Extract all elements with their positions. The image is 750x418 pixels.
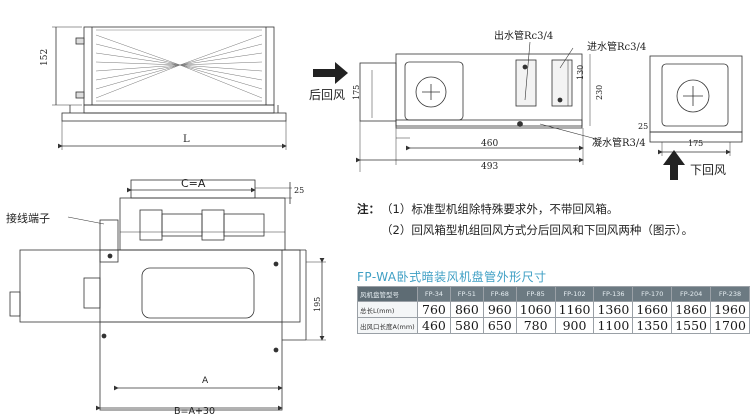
table-title: FP-WA卧式暗装风机盘管外形尺寸 xyxy=(357,270,547,284)
dim-493-label: 493 xyxy=(481,162,499,172)
plan-view xyxy=(9,179,326,411)
row-label: 总长L(mm) xyxy=(356,301,419,318)
dim-130-label: 130 xyxy=(576,64,585,80)
dim-B-label: B=A+30 xyxy=(174,406,216,417)
model-header: FP-68 xyxy=(482,286,517,302)
dim-25-label: 25 xyxy=(294,186,305,195)
table-cell: 1160 xyxy=(554,301,595,318)
table-cell: 1100 xyxy=(593,317,634,334)
dim-230-label: 230 xyxy=(595,84,604,100)
outlet-pipe-label: 出水管Rc3/4 xyxy=(494,31,554,42)
bottom-return-arrow xyxy=(663,150,685,180)
note-line-2: （2）回风箱型机组回风方式分后回风和下回风两种（图示）。 xyxy=(381,223,694,237)
model-header: FP-238 xyxy=(710,286,750,302)
dim-175-right-label: 175 xyxy=(688,139,704,148)
table-cell: 1060 xyxy=(515,301,556,318)
model-header: FP-34 xyxy=(417,286,451,302)
dim-195-label: 195 xyxy=(313,296,322,312)
table-header-row: 风机盘管型号 FP-34 FP-51 FP-68 FP-85 FP-102 FP… xyxy=(356,286,750,302)
table-cell: 1660 xyxy=(632,301,673,318)
notes-prefix: 注： xyxy=(357,202,380,216)
table-row-outlet-length: 出风口长度A(mm) 460 580 650 780 900 1100 1350… xyxy=(356,317,750,334)
dim-C-A-label: C=A xyxy=(181,177,206,190)
terminal-label: 接线端子 xyxy=(6,212,50,225)
model-header: FP-51 xyxy=(449,286,484,302)
bottom-return-label: 下回风 xyxy=(690,163,727,177)
model-header: FP-170 xyxy=(632,286,673,302)
table-cell: 760 xyxy=(417,301,451,318)
model-header: FP-85 xyxy=(515,286,556,302)
dim-L-label: L xyxy=(183,134,190,145)
model-header: FP-102 xyxy=(554,286,595,302)
table-header-label: 风机盘管型号 xyxy=(356,286,419,302)
row-label: 出风口长度A(mm) xyxy=(356,317,419,334)
front-view xyxy=(52,26,287,150)
table-cell: 780 xyxy=(515,317,556,334)
table-cell: 900 xyxy=(554,317,595,334)
dimension-table: 风机盘管型号 FP-34 FP-51 FP-68 FP-85 FP-102 FP… xyxy=(356,286,750,334)
coil-fins xyxy=(95,29,263,102)
table-cell: 580 xyxy=(449,317,484,334)
table-cell: 650 xyxy=(482,317,517,334)
table-row-total-length: 总长L(mm) 760 860 960 1060 1160 1360 1660 … xyxy=(356,301,750,318)
table-cell: 860 xyxy=(449,301,484,318)
model-header: FP-136 xyxy=(593,286,634,302)
model-header: FP-204 xyxy=(671,286,712,302)
dim-25-right-label: 25 xyxy=(638,122,649,131)
rear-return-arrow xyxy=(313,62,348,84)
table-cell: 1700 xyxy=(710,317,750,334)
table-cell: 960 xyxy=(482,301,517,318)
drain-pipe-label: 凝水管R3/4 xyxy=(592,138,646,149)
table-cell: 1360 xyxy=(593,301,634,318)
dim-460-label: 460 xyxy=(481,139,499,149)
rear-return-label: 后回风 xyxy=(309,88,346,102)
table-cell: 1550 xyxy=(671,317,712,334)
inlet-pipe-label: 进水管Rc3/4 xyxy=(587,42,647,53)
note-line-1: （1）标准型机组除特殊要求外，不带回风箱。 xyxy=(381,202,619,216)
dim-A-label: A xyxy=(202,376,209,386)
dim-175-label: 175 xyxy=(352,84,361,100)
side-section-view xyxy=(356,41,601,172)
table-cell: 1350 xyxy=(632,317,673,334)
table-cell: 1860 xyxy=(671,301,712,318)
table-cell: 460 xyxy=(417,317,451,334)
dim-152-label: 152 xyxy=(40,48,50,66)
table-cell: 1960 xyxy=(710,301,750,318)
